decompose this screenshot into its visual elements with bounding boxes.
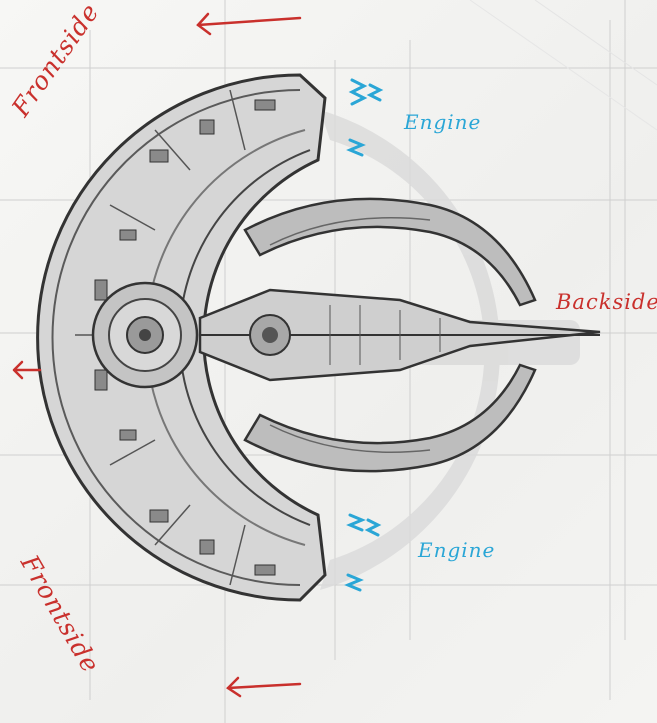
engine-label-top: Engine xyxy=(404,110,482,134)
central-spine xyxy=(198,288,601,382)
engine-label-bottom: Engine xyxy=(418,538,496,562)
backside-label: Backside xyxy=(556,290,657,314)
hub-disc xyxy=(91,281,199,389)
upper-arm xyxy=(243,197,537,307)
lower-arm xyxy=(243,363,537,473)
left-arrow-icon xyxy=(12,12,302,698)
engine-exhaust-icon xyxy=(344,78,384,592)
